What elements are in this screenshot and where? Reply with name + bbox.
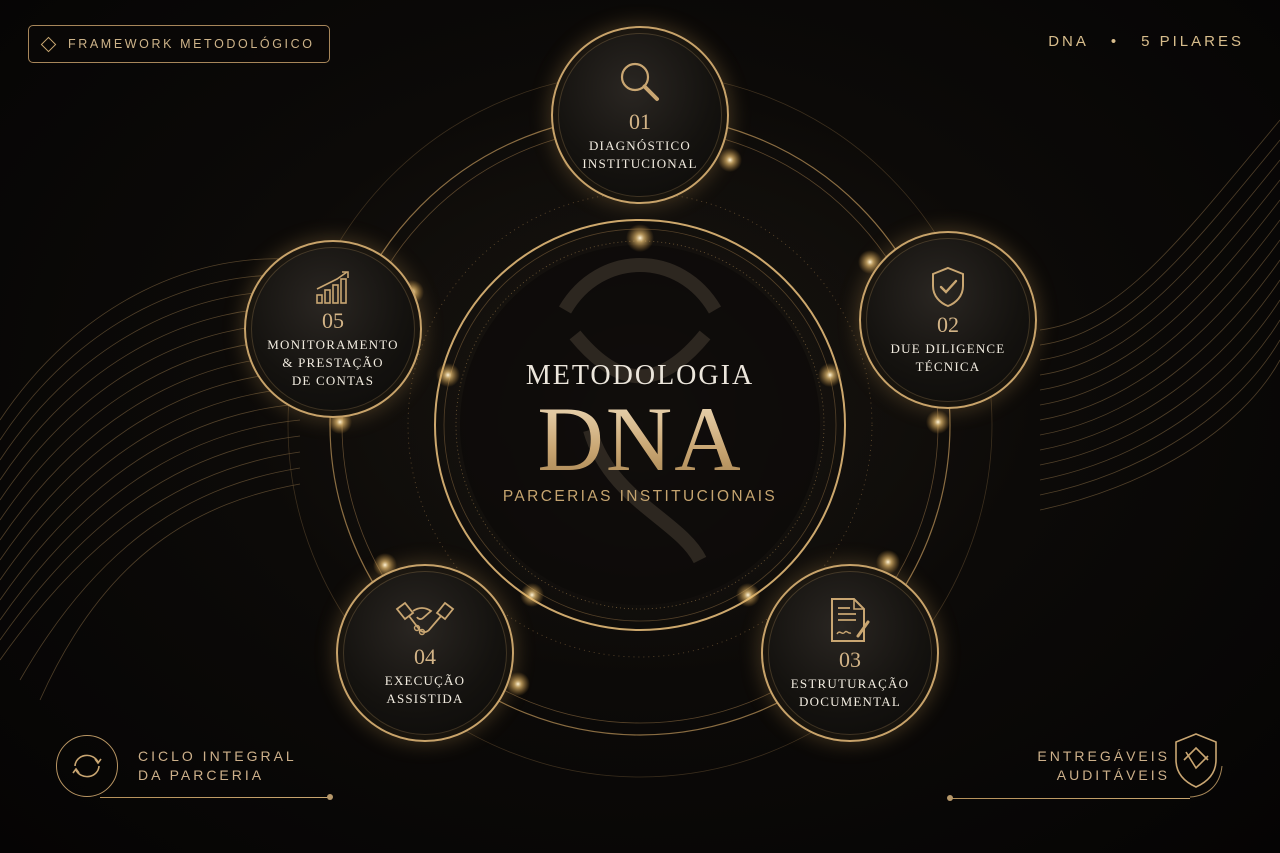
- pillar-number: 01: [629, 108, 651, 134]
- dna-watermark-icon: [558, 258, 722, 564]
- signed-document-icon: [831, 597, 870, 642]
- pillar-02[interactable]: 02 DUE DILIGENCE TÉCNICA: [859, 231, 1037, 409]
- footer-right-dot: [947, 795, 953, 801]
- right-wave-lines: [1039, 119, 1280, 511]
- center-supertitle: METODOLOGIA: [525, 360, 755, 391]
- top-right-separator: •: [1110, 33, 1120, 50]
- footer-cycle-label: CICLO INTEGRAL DA PARCERIA: [138, 748, 297, 783]
- top-right-dna: DNA: [1048, 33, 1089, 50]
- footer-deliverables-label: ENTREGÁVEIS AUDITÁVEIS: [1037, 748, 1170, 783]
- pillar-title: MONITORAMENTO & PRESTAÇÃO DE CONTAS: [267, 336, 399, 388]
- pillar-number: 05: [322, 307, 344, 333]
- top-right-label: DNA • 5 PILARES: [1048, 33, 1244, 50]
- pillar-title: ESTRUTURAÇÃO DOCUMENTAL: [790, 675, 910, 709]
- center-title-block: METODOLOGIA DNA PARCERIAS INSTITUCIONAIS: [440, 360, 840, 506]
- magnifier-icon: [620, 62, 659, 101]
- center-subtitle: PARCERIAS INSTITUCIONAIS: [502, 488, 778, 505]
- pillar-title: EXECUÇÃO ASSISTIDA: [384, 672, 466, 706]
- footer-left-dot: [327, 794, 333, 800]
- pillar-number: 03: [839, 646, 861, 672]
- handshake-icon: [395, 601, 455, 635]
- pillar-title: DUE DILIGENCE TÉCNICA: [890, 340, 1006, 374]
- pillar-number: 02: [937, 311, 959, 337]
- pillar-05[interactable]: 05 MONITORAMENTO & PRESTAÇÃO DE CONTAS: [244, 240, 422, 418]
- pillar-03[interactable]: 03 ESTRUTURAÇÃO DOCUMENTAL: [761, 564, 939, 742]
- footer-cycle: CICLO INTEGRAL DA PARCERIA: [56, 735, 297, 797]
- framework-badge-label: FRAMEWORK METODOLÓGICO: [68, 37, 315, 51]
- pillar-04[interactable]: 04 EXECUÇÃO ASSISTIDA: [336, 564, 514, 742]
- footer-left-rule: [100, 797, 328, 798]
- pillar-title: DIAGNÓSTICO INSTITUCIONAL: [582, 137, 698, 171]
- cycle-arrows-icon: [56, 735, 118, 797]
- pillar-number: 04: [414, 643, 436, 669]
- footer-right-rule: [950, 798, 1190, 799]
- center-title: DNA: [440, 392, 840, 486]
- diamond-icon: [40, 36, 57, 52]
- pillar-01[interactable]: 01 DIAGNÓSTICO INSTITUCIONAL: [551, 26, 729, 204]
- framework-badge: FRAMEWORK METODOLÓGICO: [28, 25, 330, 63]
- left-wave-lines: [0, 258, 301, 701]
- shield-check-icon: [932, 266, 964, 307]
- footer-deliverables: ENTREGÁVEIS AUDITÁVEIS: [1037, 747, 1170, 785]
- top-right-pillars: 5 PILARES: [1141, 33, 1244, 50]
- growth-chart-icon: [316, 270, 349, 304]
- shield-badge-icon: [1175, 733, 1223, 798]
